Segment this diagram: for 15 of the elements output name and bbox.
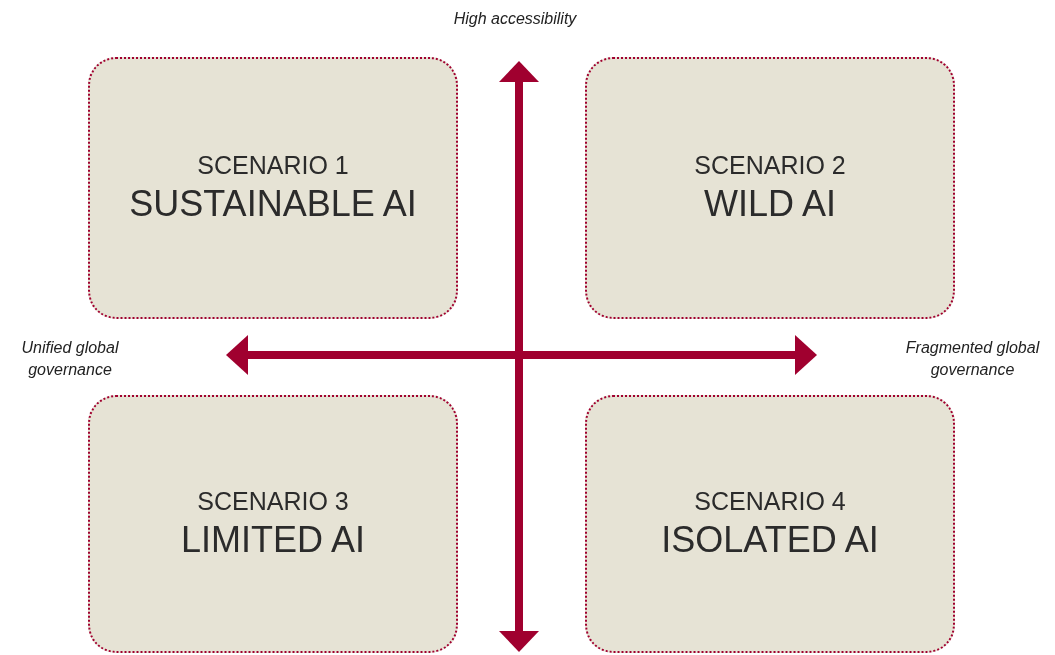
scenario-title: ISOLATED AI xyxy=(661,518,879,563)
scenario-number: SCENARIO 2 xyxy=(694,149,846,181)
scenario-box xyxy=(88,395,458,653)
axis-label: High accessibility xyxy=(452,9,578,29)
scenario-number: SCENARIO 1 xyxy=(197,149,349,181)
scenario-number: SCENARIO 3 xyxy=(197,485,349,517)
scenario-box xyxy=(585,57,955,319)
scenario-title: SUSTAINABLE AI xyxy=(129,182,417,227)
scenario-title: WILD AI xyxy=(704,182,836,227)
scenario-box xyxy=(88,57,458,319)
scenario-title: LIMITED AI xyxy=(180,518,365,563)
scenario-box xyxy=(585,395,955,653)
axis-label: Unified global governance xyxy=(20,338,120,380)
scenario-number: SCENARIO 4 xyxy=(694,485,846,517)
axis-label: Fragmented global governance xyxy=(904,338,1041,380)
